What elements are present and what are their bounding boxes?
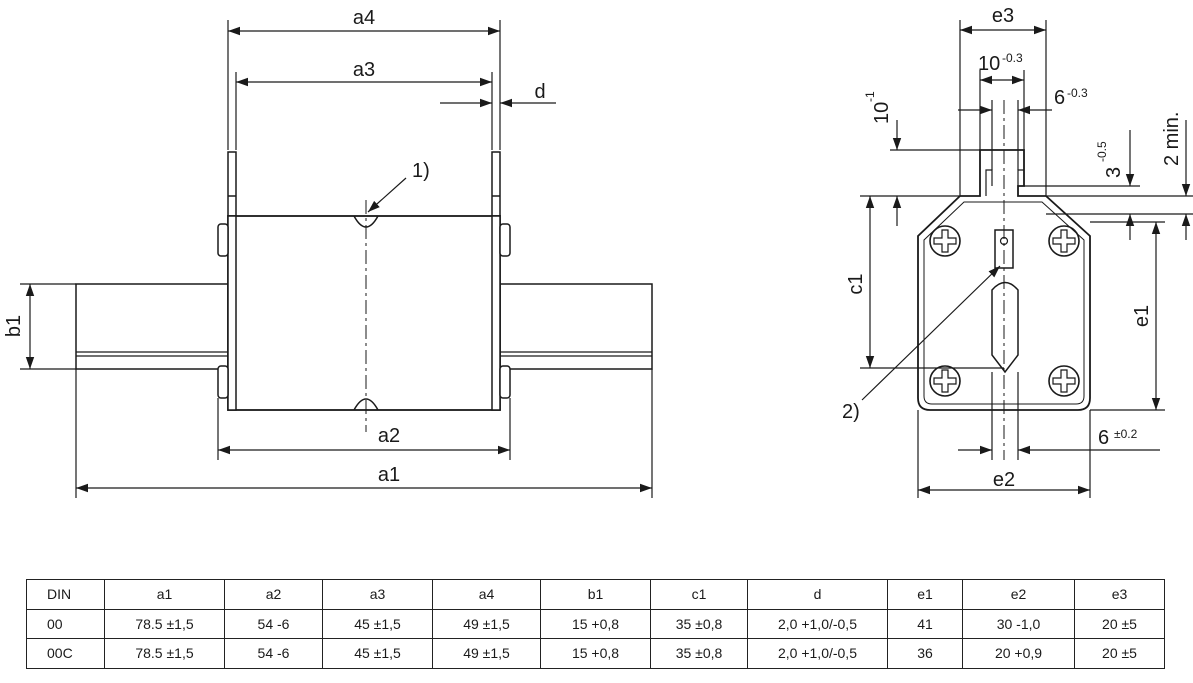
header-cell: b1 (540, 579, 651, 610)
header-cell: e1 (887, 579, 963, 610)
label-a4: a4 (353, 7, 375, 29)
label-c1: c1 (845, 273, 867, 294)
table-cell: 20 +0,9 (962, 638, 1075, 669)
right-blade (499, 283, 653, 370)
blade-slot (991, 281, 1019, 374)
screw-bottom-left (929, 365, 961, 397)
front-view-dimensions (20, 20, 653, 498)
label-w6: 6 (1054, 87, 1065, 109)
table-cell: 78.5 ±1,5 (104, 638, 225, 669)
label-h3: 3 (1103, 167, 1125, 178)
screw-top-left (929, 225, 961, 257)
label-off6: 6 (1098, 427, 1109, 449)
label-min2: 2 min. (1161, 112, 1183, 166)
left-blade (75, 283, 229, 370)
label-w10: 10 (978, 53, 1000, 75)
table-cell: 36 (887, 638, 963, 669)
table-row: 00 78.5 ±1,5 54 -6 45 ±1,5 49 ±1,5 15 +0… (26, 608, 1165, 639)
table-cell: 00C (26, 638, 105, 669)
table-cell: 78.5 ±1,5 (104, 608, 225, 639)
header-cell: a4 (432, 579, 541, 610)
table-cell: 15 +0,8 (540, 638, 651, 669)
table-cell: 49 ±1,5 (432, 638, 541, 669)
header-cell: e2 (962, 579, 1075, 610)
header-cell: c1 (650, 579, 748, 610)
label-a1: a1 (378, 464, 400, 486)
header-cell: a2 (224, 579, 323, 610)
label-a3: a3 (353, 59, 375, 81)
table-cell: 15 +0,8 (540, 608, 651, 639)
header-cell: a1 (104, 579, 225, 610)
table-header-row: DIN a1 a2 a3 a4 b1 c1 d e1 e2 e3 (26, 579, 1165, 610)
label-h10: 10 (871, 102, 893, 124)
label-off6-tol: ±0.2 (1114, 427, 1138, 441)
label-note-1: 1) (412, 160, 430, 182)
table-cell: 2,0 +1,0/-0,5 (747, 608, 888, 639)
table-cell: 30 -1,0 (962, 608, 1075, 639)
front-view (75, 151, 653, 432)
dimensions-table-wrapper: DIN a1 a2 a3 a4 b1 c1 d e1 e2 e3 00 78.5… (26, 579, 1165, 669)
label-b1: b1 (3, 315, 25, 337)
table-cell: 41 (887, 608, 963, 639)
header-cell: d (747, 579, 888, 610)
label-e3: e3 (992, 5, 1014, 27)
dimensions-table: DIN a1 a2 a3 a4 b1 c1 d e1 e2 e3 00 78.5… (26, 579, 1165, 669)
fuse-body (227, 215, 501, 411)
side-view-dimensions (860, 20, 1193, 498)
table-cell: 49 ±1,5 (432, 608, 541, 639)
table-cell: 35 ±0,8 (650, 638, 748, 669)
table-cell: 45 ±1,5 (322, 608, 433, 639)
table-cell: 45 ±1,5 (322, 638, 433, 669)
header-cell: DIN (26, 579, 105, 610)
header-cell: a3 (322, 579, 433, 610)
label-d: d (534, 81, 545, 103)
table-cell: 20 ±5 (1074, 608, 1165, 639)
label-h3-tol: -0.5 (1095, 141, 1109, 162)
label-note-2: 2) (842, 401, 860, 423)
screw-bottom-right (1048, 365, 1080, 397)
table-cell: 2,0 +1,0/-0,5 (747, 638, 888, 669)
table-cell: 00 (26, 608, 105, 639)
label-e1: e1 (1131, 305, 1153, 327)
table-row: 00C 78.5 ±1,5 54 -6 45 ±1,5 49 ±1,5 15 +… (26, 638, 1165, 669)
table-cell: 35 ±0,8 (650, 608, 748, 639)
label-w10-tol: -0.3 (1002, 51, 1023, 65)
label-a2: a2 (378, 425, 400, 447)
table-cell: 54 -6 (224, 608, 323, 639)
side-view (917, 100, 1091, 460)
label-w6-tol: -0.3 (1067, 86, 1088, 100)
table-cell: 20 ±5 (1074, 638, 1165, 669)
header-cell: e3 (1074, 579, 1165, 610)
label-e2: e2 (993, 469, 1015, 491)
table-cell: 54 -6 (224, 638, 323, 669)
screw-top-right (1048, 225, 1080, 257)
label-h10-tol: -1 (863, 91, 877, 102)
